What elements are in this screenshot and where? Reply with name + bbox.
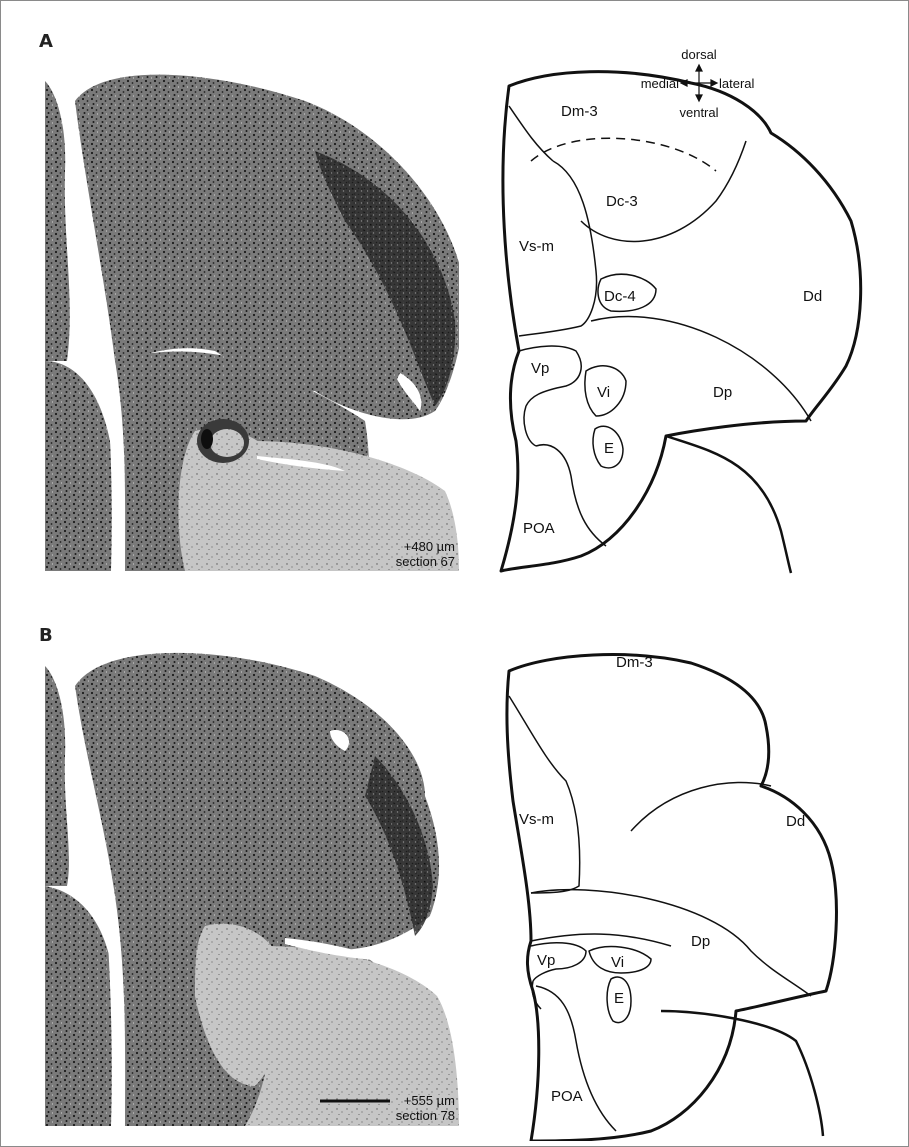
compass-medial: medial xyxy=(641,76,679,91)
region-dp: Dp xyxy=(713,384,732,401)
panel-a-outline xyxy=(501,72,861,571)
region-vi: Vi xyxy=(611,954,624,971)
panel-a-letter: A xyxy=(39,31,53,52)
panel-b-letter: B xyxy=(39,625,53,646)
compass-lateral: lateral xyxy=(719,76,755,91)
region-poa: POA xyxy=(523,520,555,537)
panel-a-diagram: dorsal ventral medial lateral Dm-3 Dc-3 … xyxy=(471,21,871,581)
panel-b-outline xyxy=(507,655,837,1141)
panel-b-caption: +555 µm section 78 xyxy=(361,1093,455,1123)
region-vsm: Vs-m xyxy=(519,238,554,255)
region-e: E xyxy=(604,440,614,457)
panel-a-caption: +480 µm section 67 xyxy=(361,539,455,569)
region-dd: Dd xyxy=(803,288,822,305)
region-e: E xyxy=(614,990,624,1007)
region-dm3: Dm-3 xyxy=(616,654,653,671)
region-dc4: Dc-4 xyxy=(604,288,636,305)
panel-b-section: section 78 xyxy=(361,1108,455,1123)
region-vp: Vp xyxy=(537,952,555,969)
region-vi: Vi xyxy=(597,384,610,401)
region-dd: Dd xyxy=(786,813,805,830)
region-dp: Dp xyxy=(691,933,710,950)
region-vsm: Vs-m xyxy=(519,811,554,828)
region-vp: Vp xyxy=(531,360,549,377)
panel-b-micrograph xyxy=(45,646,459,1126)
region-dm3: Dm-3 xyxy=(561,103,598,120)
panel-b-depth: +555 µm xyxy=(361,1093,455,1108)
panel-a-micrograph xyxy=(45,61,459,571)
orientation-compass-icon xyxy=(681,65,717,101)
compass-dorsal: dorsal xyxy=(681,47,717,62)
region-dc3: Dc-3 xyxy=(606,193,638,210)
panel-a-depth: +480 µm xyxy=(361,539,455,554)
region-poa: POA xyxy=(551,1088,583,1105)
panel-a-section: section 67 xyxy=(361,554,455,569)
panel-b-diagram: Dm-3 Vs-m Dd Dp Vp Vi E POA xyxy=(471,601,871,1141)
compass-ventral: ventral xyxy=(679,105,718,120)
